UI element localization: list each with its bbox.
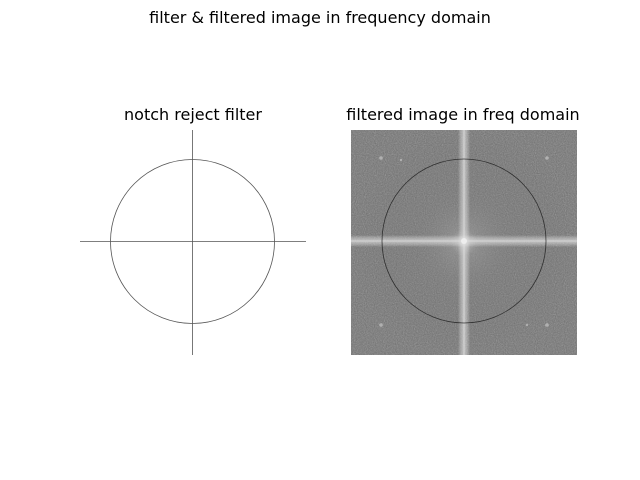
notch-filter-panel [80, 130, 306, 355]
spectrum-peak [379, 156, 383, 160]
spectrum-peak [399, 158, 403, 162]
spectrum-dc-peak [461, 238, 467, 244]
filtered-image-title: filtered image in freq domain [346, 105, 580, 124]
filtered-spectrum-image [351, 130, 577, 355]
notch-filter-background [80, 130, 306, 355]
filtered-spectrum-panel [351, 130, 577, 355]
spectrum-peak [545, 156, 549, 160]
notch-filter-title: notch reject filter [124, 105, 262, 124]
notch-filter-image [80, 130, 306, 355]
spectrum-peak [525, 323, 529, 327]
spectrum-filter-circle [381, 158, 547, 324]
spectrum-peak [545, 323, 549, 327]
spectrum-peak [379, 323, 383, 327]
notch-filter-circle [110, 159, 275, 324]
spectrum-peaks [379, 156, 549, 327]
figure-suptitle: filter & filtered image in frequency dom… [149, 8, 491, 27]
